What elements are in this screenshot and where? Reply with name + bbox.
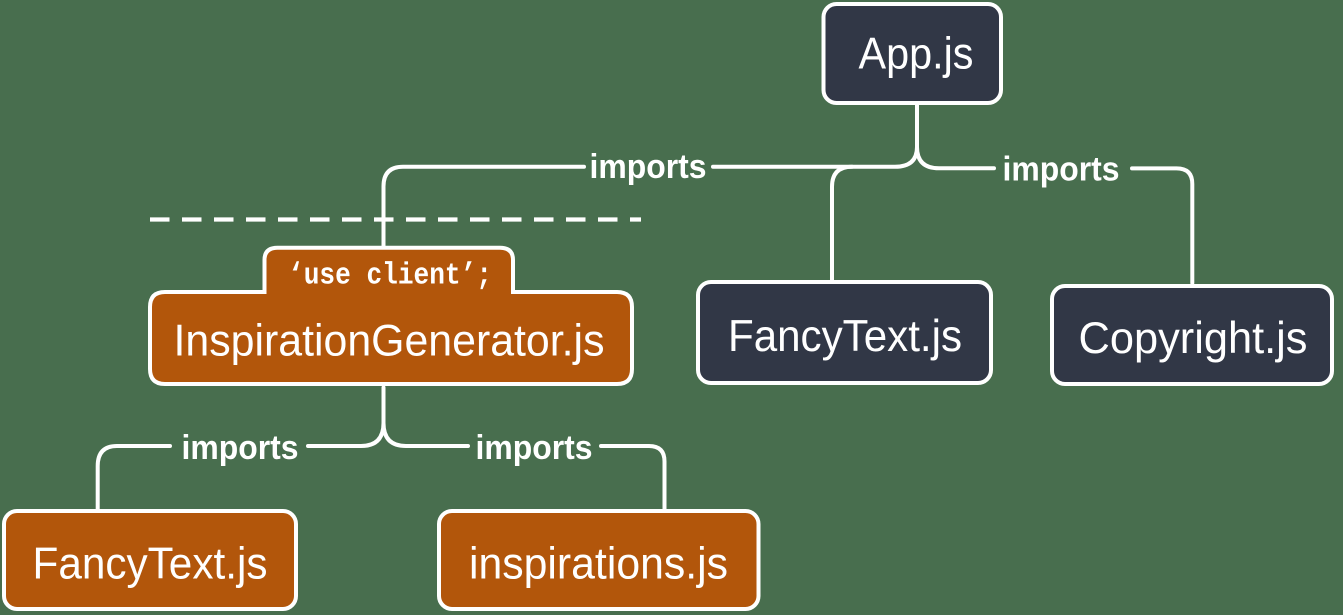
svg-text:FancyText.js: FancyText.js [728,312,962,361]
svg-text:imports: imports [590,148,707,186]
svg-text:App.js: App.js [859,29,974,78]
svg-text:InspirationGenerator.js: InspirationGenerator.js [174,317,605,366]
svg-text:‘use client’;: ‘use client’; [288,259,492,294]
svg-text:FancyText.js: FancyText.js [33,539,268,588]
svg-text:inspirations.js: inspirations.js [469,539,728,588]
svg-text:Copyright.js: Copyright.js [1079,314,1308,363]
svg-text:imports: imports [476,429,593,467]
svg-text:imports: imports [182,429,299,467]
svg-text:imports: imports [1003,151,1120,189]
